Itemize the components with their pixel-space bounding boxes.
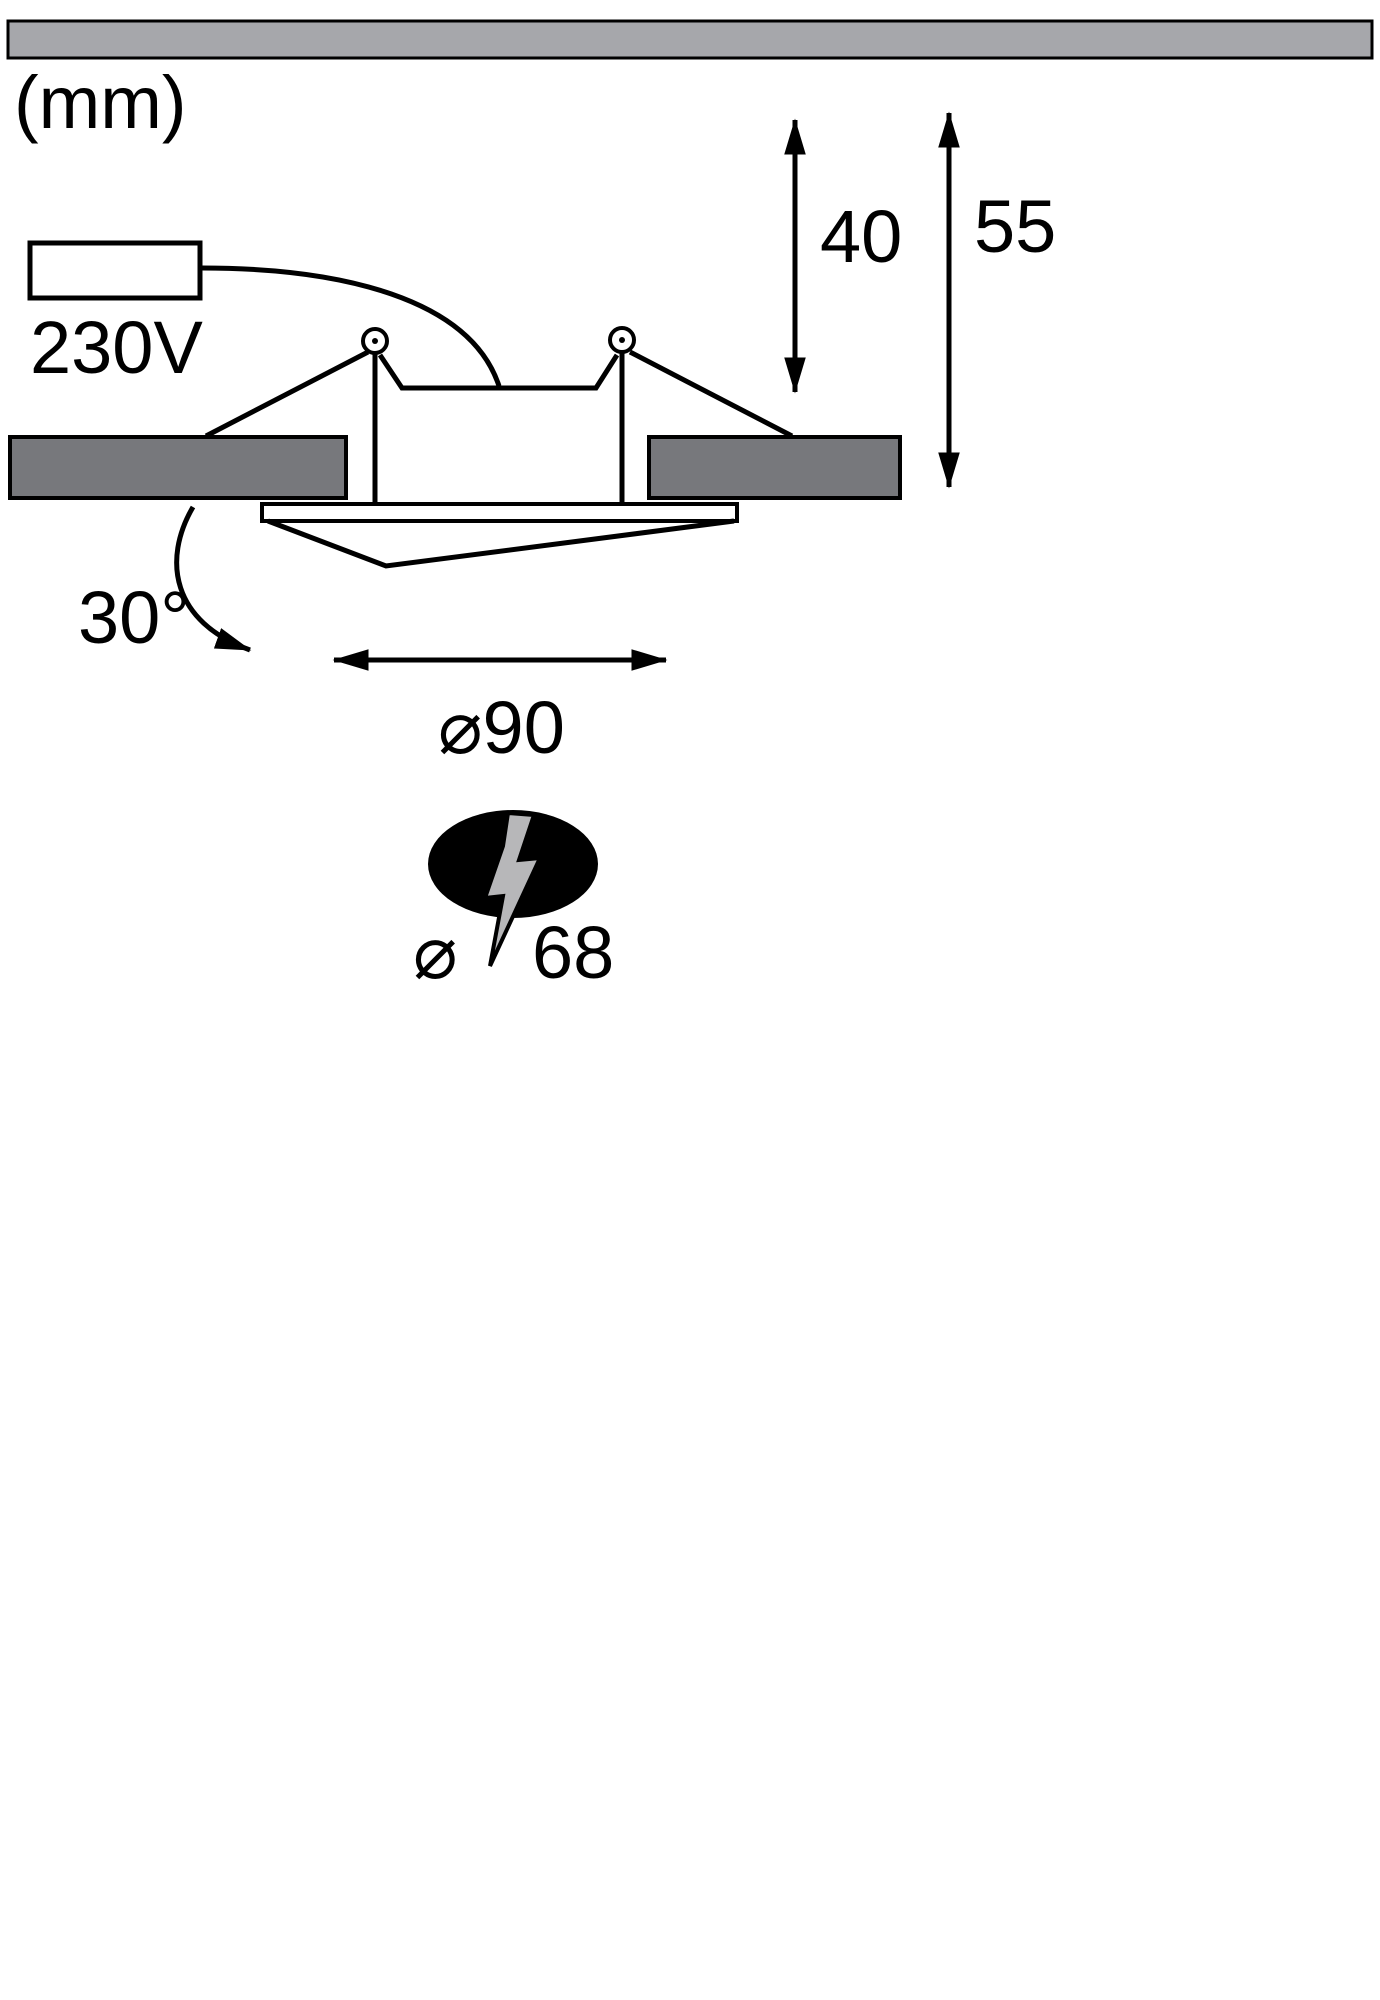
driver-box [27,240,203,301]
trim-flange [260,502,739,523]
swivel-angle-label: 30° [78,576,190,659]
trim-diameter-label: ⌀90 [438,686,565,769]
spring-clip-right [628,349,794,439]
pivot-screw-left-center [372,338,378,344]
spring-clip-left [204,349,370,439]
total-height-label: 55 [974,185,1056,268]
cutout-diameter-value: 68 [532,911,614,994]
housing-top-profile [377,353,620,391]
top-panel-bar [6,19,1374,60]
lightning-bolt-icon [482,810,544,967]
unit-label: (mm) [14,61,187,144]
swivelled-trim-edge [267,518,735,569]
voltage-label: 230V [30,306,203,389]
power-cable [201,265,502,387]
recess-depth-label: 40 [820,195,902,278]
ceiling-panel-right [647,435,902,500]
cutout-diameter-symbol: ⌀ [413,911,458,994]
pivot-screw-right-center [619,337,625,343]
swivel-angle-arrow [174,505,252,653]
ceiling-panel-left [8,435,348,500]
